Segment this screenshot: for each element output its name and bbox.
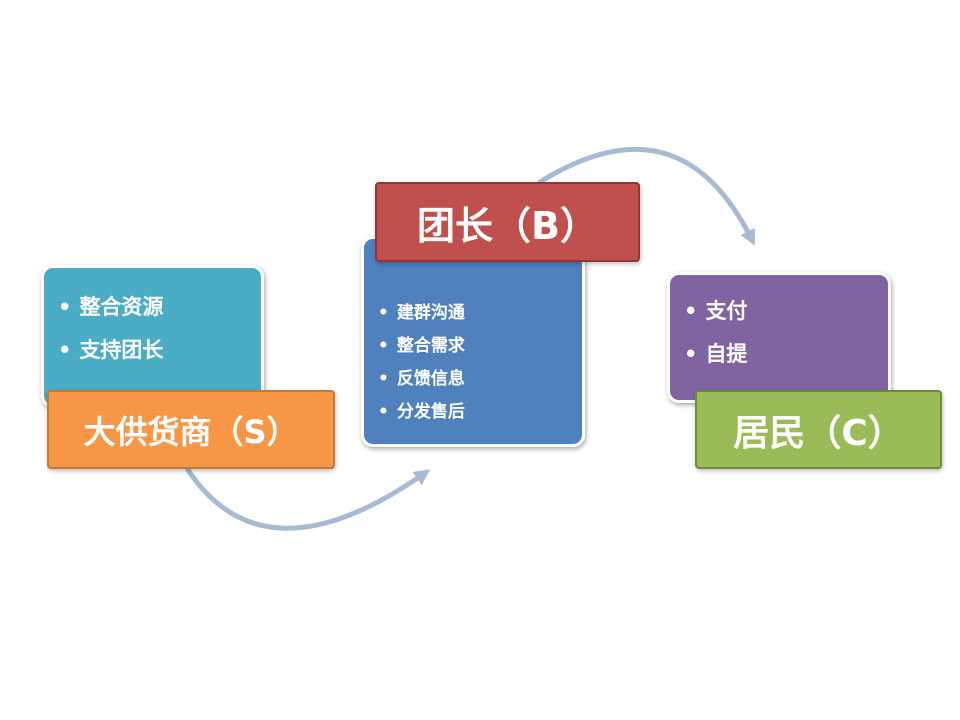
leader-list: 建群沟通 整合需求 反馈信息 分发售后	[364, 239, 582, 429]
supplier-item: 整合资源	[58, 286, 261, 329]
resident-list: 支付 自提	[670, 275, 888, 376]
leader-card: 建群沟通 整合需求 反馈信息 分发售后	[361, 236, 585, 447]
resident-item: 支付	[684, 290, 888, 333]
supplier-list: 整合资源 支持团长	[44, 268, 261, 372]
resident-card: 支付 自提	[667, 272, 891, 403]
supplier-item: 支持团长	[58, 329, 261, 372]
arrow-supplier-to-leader	[185, 467, 431, 531]
leader-label: 团长（B）	[375, 182, 640, 262]
leader-item: 整合需求	[378, 330, 582, 363]
arrow-leader-to-resident	[537, 146, 755, 246]
leader-item: 分发售后	[378, 396, 582, 429]
supplier-label: 大供货商（S）	[47, 390, 335, 469]
leader-item: 建群沟通	[378, 297, 582, 330]
resident-item: 自提	[684, 333, 888, 376]
leader-item: 反馈信息	[378, 363, 582, 396]
resident-label: 居民（C）	[695, 390, 942, 469]
supplier-card: 整合资源 支持团长	[41, 265, 264, 408]
